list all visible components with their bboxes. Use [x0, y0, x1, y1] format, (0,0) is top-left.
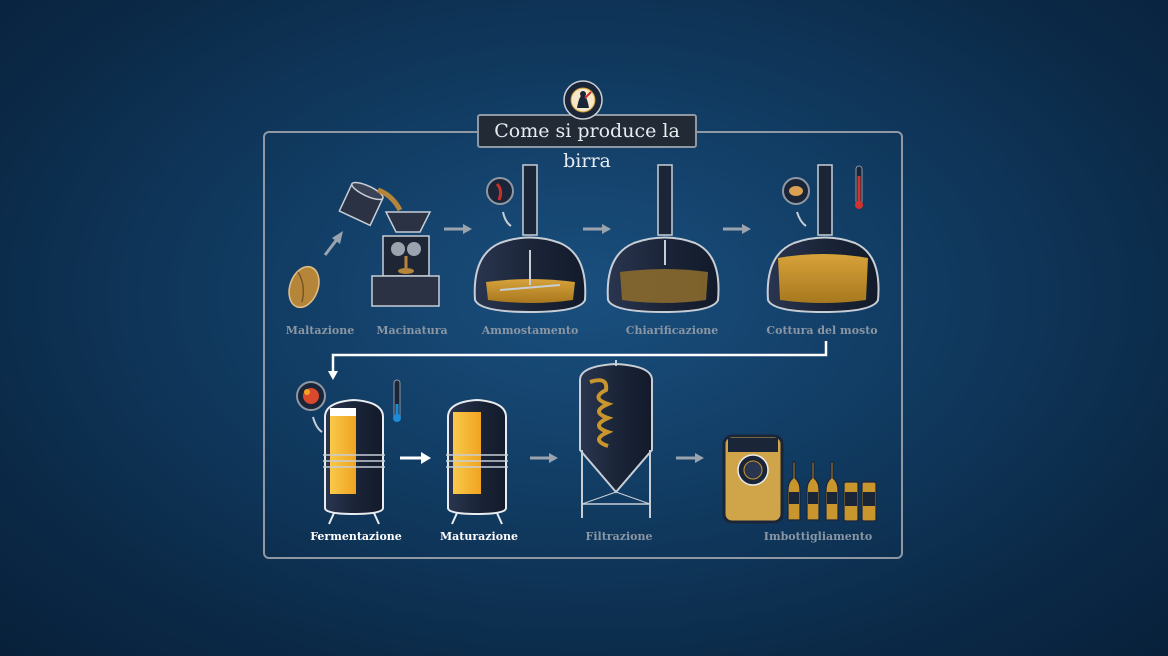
fermentation-tank-icon [296, 379, 401, 525]
row-connector-arrow [328, 341, 828, 380]
paulaner-logo-icon [563, 80, 603, 120]
arrow-right-icon [444, 224, 472, 234]
malt-grain-icon [288, 265, 320, 309]
step-label-macinatura: Macinatura [376, 324, 448, 337]
arrow-right-icon [530, 453, 558, 463]
lauter-tun-icon [606, 164, 720, 314]
arrow-right-icon [723, 224, 751, 234]
step-label-fermentazione: Fermentazione [310, 530, 402, 543]
diagram-frame [263, 131, 903, 559]
step-label-maturazione: Maturazione [439, 530, 519, 543]
mill-icon [338, 181, 440, 307]
step-label-chiarificazione: Chiarificazione [625, 324, 719, 337]
filter-tank-icon [579, 360, 653, 518]
arrow-right-icon [583, 224, 611, 234]
maturation-tank-icon [446, 398, 508, 525]
bottling-icon [722, 434, 877, 524]
arrow-right-icon [400, 452, 431, 464]
step-label-maltazione: Maltazione [285, 324, 355, 337]
arrow-up-icon [323, 231, 343, 256]
mash-kettle-icon [473, 164, 587, 314]
step-label-ammostamento: Ammostamento [481, 324, 579, 337]
step-label-filtrazione: Filtrazione [585, 530, 653, 543]
arrow-right-icon [676, 453, 704, 463]
step-label-cottura-del-mosto: Cottura del mosto [766, 324, 878, 337]
step-label-imbottigliamento: Imbottigliamento [763, 530, 873, 543]
wort-kettle-icon [766, 164, 880, 314]
